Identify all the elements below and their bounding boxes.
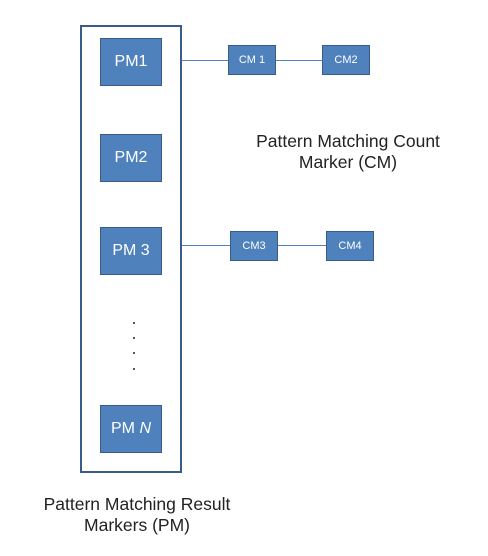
pm-marker-3: PM 3 bbox=[100, 227, 162, 275]
pm-marker-1-label: PM1 bbox=[114, 53, 148, 70]
cm-marker-3-label: CM3 bbox=[242, 240, 266, 252]
cm-marker-2: CM2 bbox=[322, 45, 370, 75]
result-markers-caption-line1: Pattern Matching Result bbox=[43, 494, 231, 514]
ellipsis-dot bbox=[133, 322, 135, 324]
result-markers-caption-line2: Markers (PM) bbox=[84, 515, 190, 535]
cm-marker-4: CM4 bbox=[326, 231, 374, 261]
cm-marker-2-label: CM2 bbox=[334, 54, 358, 66]
cm-marker-1-label: CM 1 bbox=[238, 54, 266, 66]
cm-marker-3: CM3 bbox=[230, 231, 278, 261]
connector-cm3-cm4 bbox=[278, 245, 326, 246]
pm-marker-2-label: PM2 bbox=[114, 149, 148, 166]
result-markers-caption: Pattern Matching Result Markers (PM) bbox=[14, 494, 260, 536]
connector-pm3-cm3 bbox=[182, 245, 230, 246]
pm-marker-3-label: PM 3 bbox=[112, 242, 150, 259]
count-marker-caption: Pattern Matching Count Marker (CM) bbox=[228, 131, 468, 173]
pm-marker-2: PM2 bbox=[100, 134, 162, 182]
cm-marker-4-label: CM4 bbox=[338, 240, 362, 252]
cm-marker-1: CM 1 bbox=[228, 45, 276, 75]
pm-marker-n-suffix: N bbox=[139, 420, 151, 437]
pm-marker-1: PM1 bbox=[100, 38, 162, 86]
count-marker-caption-line1: Pattern Matching Count bbox=[256, 131, 440, 151]
pm-marker-n: PM N bbox=[100, 405, 162, 453]
connector-cm1-cm2 bbox=[276, 60, 322, 61]
connector-pm1-cm1 bbox=[182, 60, 228, 61]
ellipsis-dot bbox=[133, 368, 135, 370]
count-marker-caption-line2: Marker (CM) bbox=[298, 152, 398, 172]
pm-marker-n-label: PM N bbox=[111, 420, 151, 438]
ellipsis-dot bbox=[133, 337, 135, 339]
ellipsis-dot bbox=[133, 352, 135, 354]
pm-container bbox=[80, 25, 182, 473]
pm-marker-n-prefix: PM bbox=[110, 420, 140, 437]
